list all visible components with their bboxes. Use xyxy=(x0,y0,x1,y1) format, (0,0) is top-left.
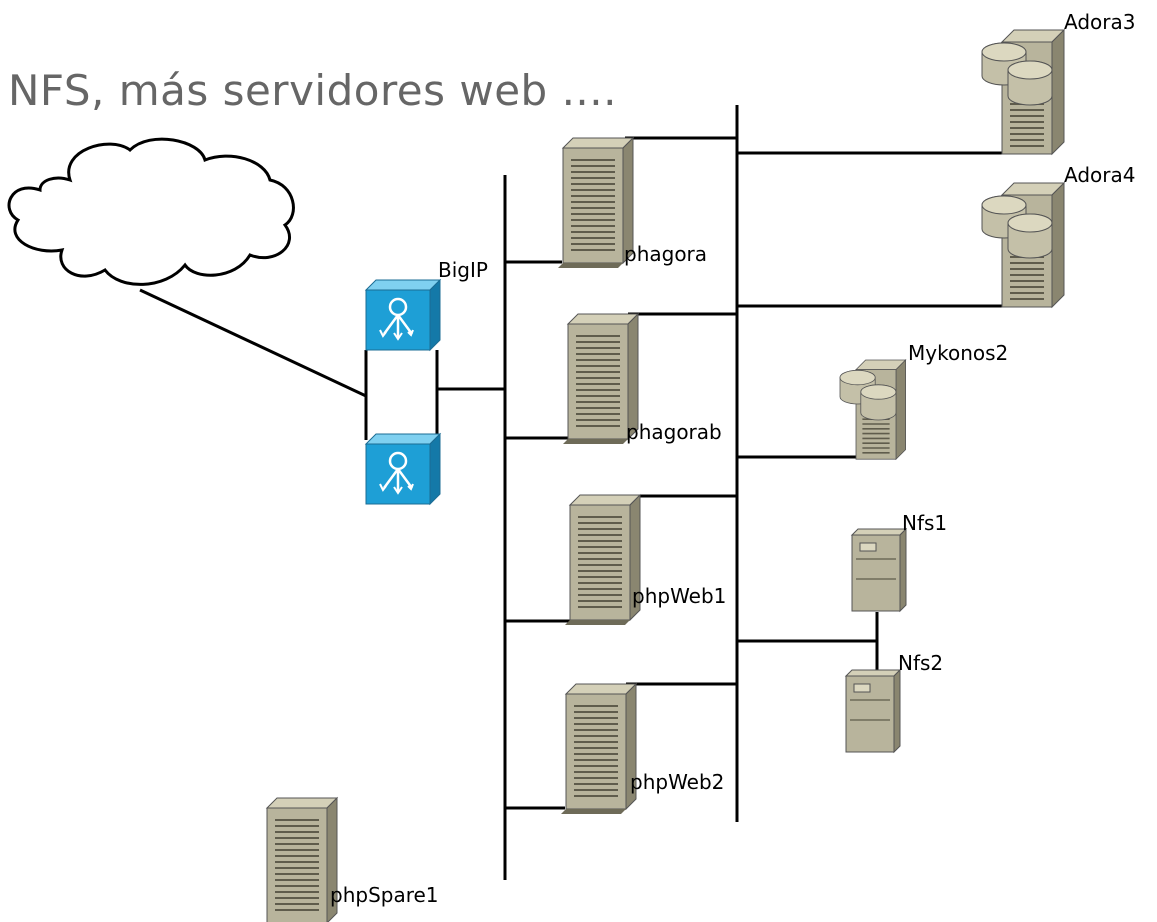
network-links xyxy=(139,105,1002,880)
database-server-icon xyxy=(981,29,1065,155)
database-server-icon xyxy=(839,359,907,461)
cloud-icon xyxy=(7,137,295,286)
label-phagorab: phagorab xyxy=(626,420,722,444)
load-balancer-icon xyxy=(364,278,442,352)
label-mykonos2: Mykonos2 xyxy=(908,341,1009,365)
file-server-icon xyxy=(851,528,907,612)
label-adora3: Adora3 xyxy=(1064,10,1136,34)
label-phpspare1: phpSpare1 xyxy=(330,883,439,907)
tower-server-icon xyxy=(261,797,338,922)
tower-server-icon xyxy=(560,683,637,815)
tower-server-icon xyxy=(557,137,634,269)
label-bigip: BigIP xyxy=(438,258,488,282)
file-server-icon xyxy=(845,669,901,753)
label-nfs2: Nfs2 xyxy=(898,651,944,675)
label-phagora: phagora xyxy=(624,242,708,266)
slide-subtitle: NFS, más servidores web .... xyxy=(8,66,617,115)
label-phpweb1: phpWeb1 xyxy=(632,584,727,608)
load-balancer-icon xyxy=(364,432,442,506)
label-adora4: Adora4 xyxy=(1064,163,1136,187)
label-phpweb2: phpWeb2 xyxy=(630,770,725,794)
tower-server-icon xyxy=(564,494,641,626)
database-server-icon xyxy=(981,182,1065,308)
label-nfs1: Nfs1 xyxy=(902,511,948,535)
